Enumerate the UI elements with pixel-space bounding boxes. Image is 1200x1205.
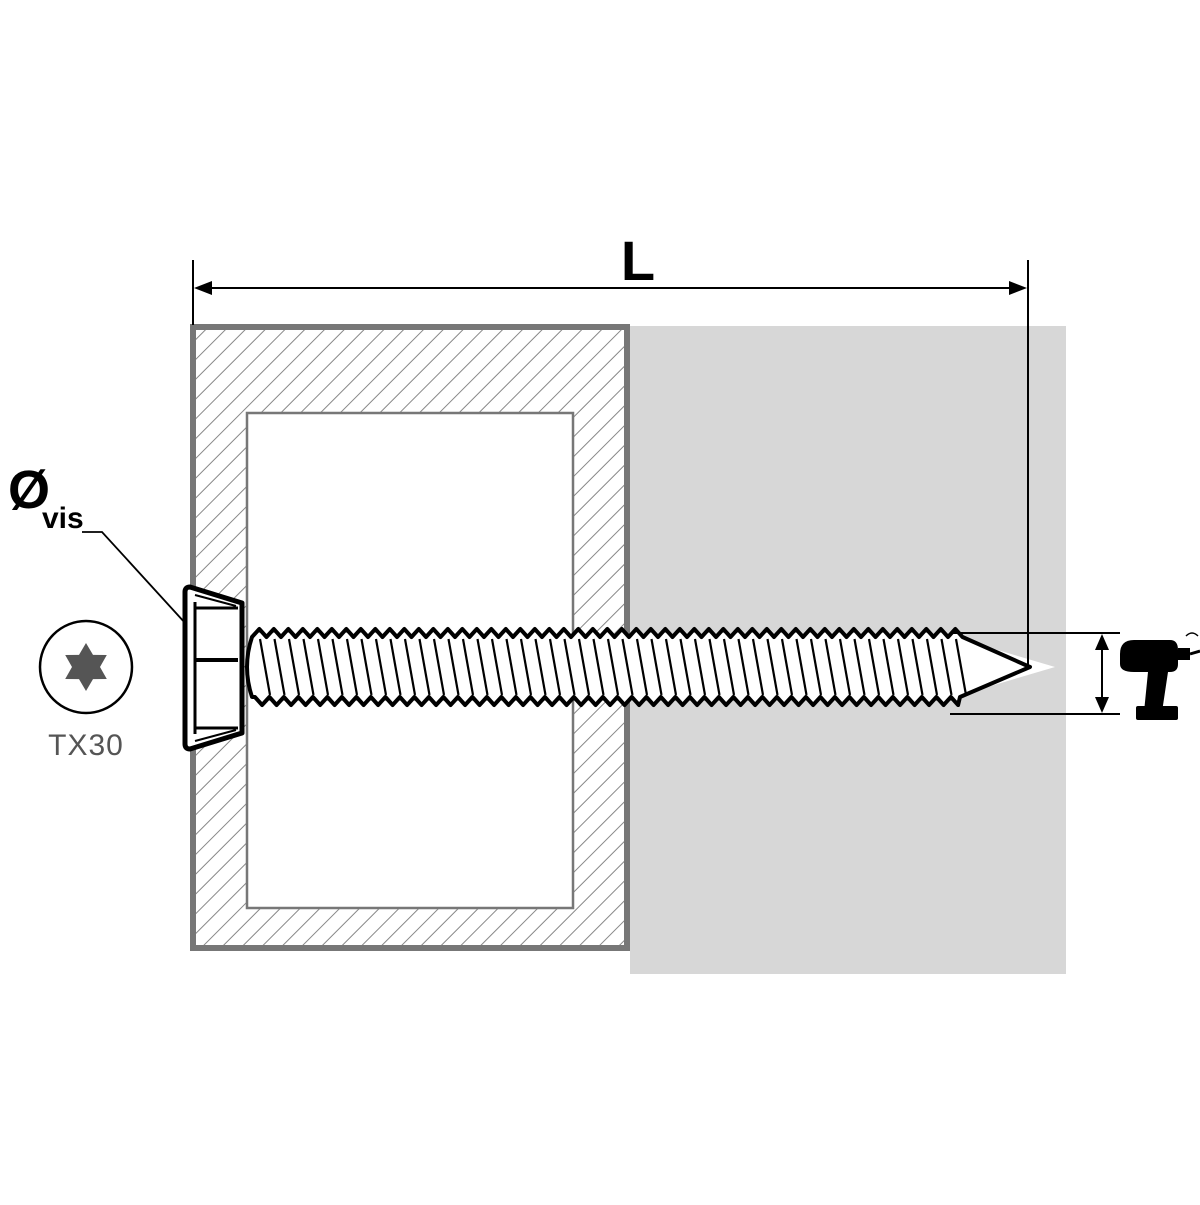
thread-line [360,638,373,696]
drive-size-label: TX30 [48,729,124,762]
thread-line [331,638,344,696]
thread-line [302,638,315,696]
thread-line [432,638,446,696]
thread-diameter-dimension [950,632,1120,715]
thread-line [780,638,794,696]
thread-line [722,638,736,696]
thread-line [693,638,707,696]
thread-line [650,638,663,696]
thread-line [838,638,852,696]
thread-line [592,638,605,696]
torx-drive-icon [38,619,134,715]
thread-line [853,638,866,696]
thread-line [287,638,301,696]
thread-line [563,638,576,696]
thread-line [490,638,504,696]
length-label: L [621,229,655,292]
thread-line [867,638,881,696]
thread-line [374,638,388,696]
thread-line [766,638,779,696]
thread-line [621,638,634,696]
diameter-subscript-label: vis [42,502,84,535]
thread-line [679,638,692,696]
thread-line [882,638,895,696]
thread-line [418,638,431,696]
thread-line [403,638,417,696]
screw-head [182,584,245,752]
thread-line [940,638,953,696]
thread-line [447,638,460,696]
thread-line [606,638,620,696]
thread-line [751,638,765,696]
thread-line [273,638,286,696]
thread-line [954,638,968,696]
thread-line [505,638,518,696]
thread-line [476,638,489,696]
thread-line [534,638,547,696]
thread-line [809,638,823,696]
thread-line [577,638,591,696]
screw-shank [245,627,1032,707]
thread-line [925,638,939,696]
thread-line [389,638,402,696]
diameter-leader [82,531,187,625]
thread-line [345,638,359,696]
thread-line [911,638,924,696]
thread-line [795,638,808,696]
thread-line [664,638,678,696]
length-dimension [192,260,1029,668]
thread-line [896,638,910,696]
diameter-symbol-label: Ø [8,460,50,520]
thread-line [519,638,533,696]
thread-line [708,638,721,696]
thread-line [737,638,750,696]
thread-line [461,638,475,696]
thread-line [316,638,330,696]
thread-line [258,638,272,696]
thread-line [824,638,837,696]
thread-line [548,638,562,696]
cordless-drill-icon [1120,632,1200,720]
thread-line [635,638,649,696]
